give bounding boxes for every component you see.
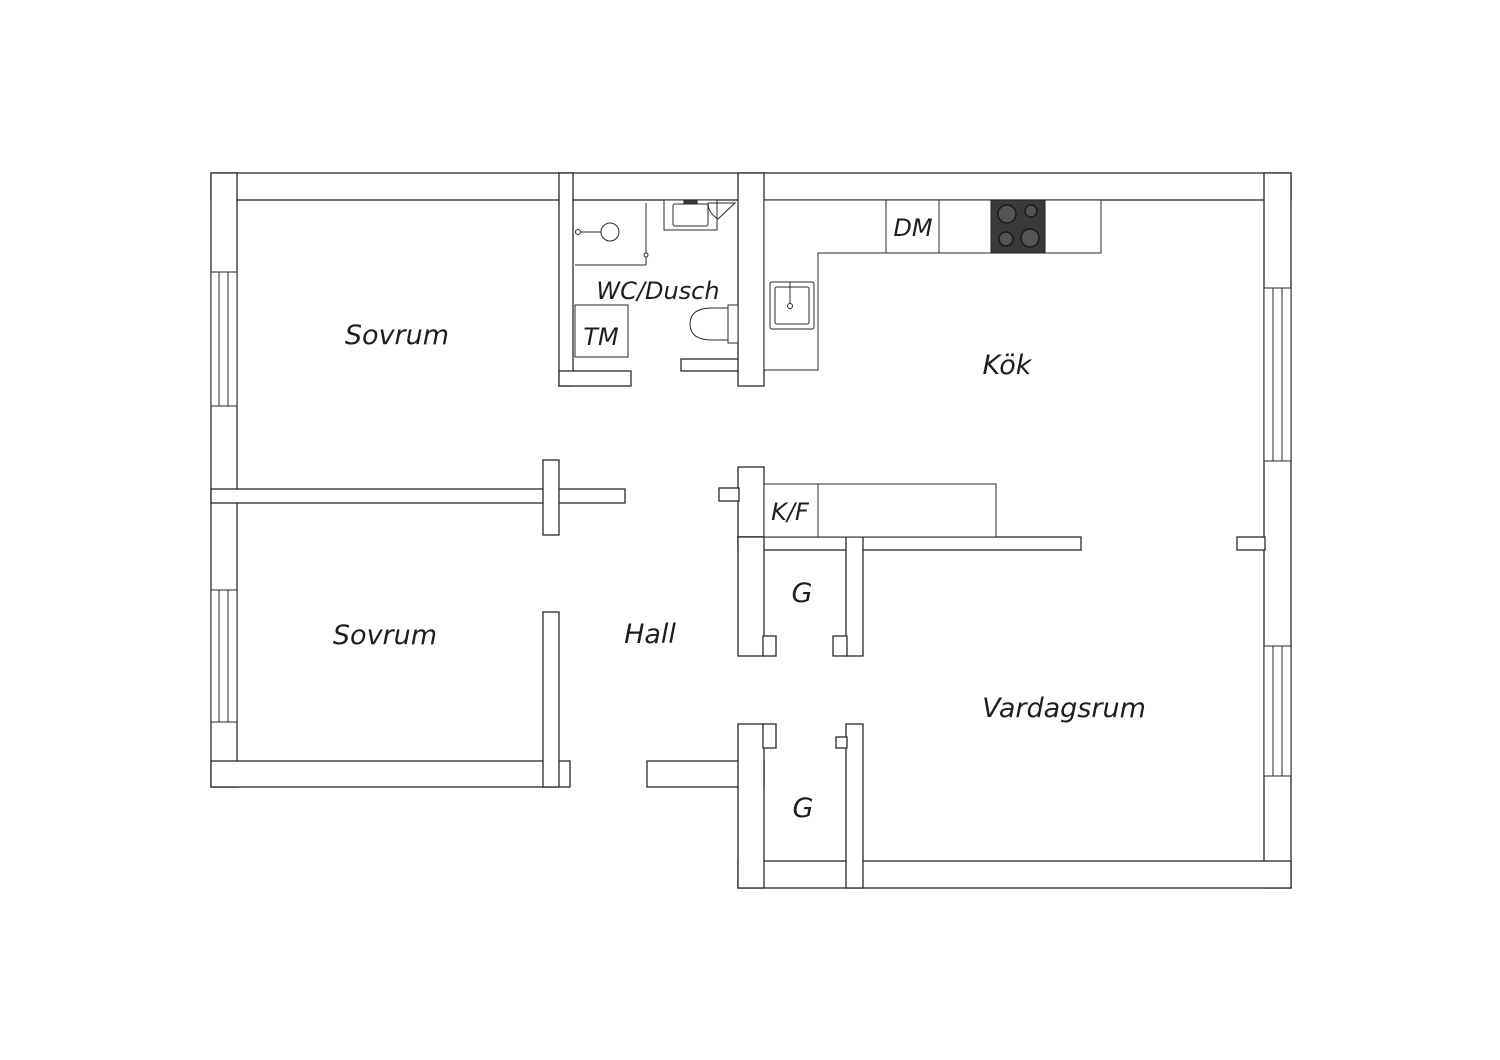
room-label-kitchen: Kök [983, 350, 1033, 381]
wall-bedroom2-right [542, 611, 560, 788]
room-label-living-room: Vardagsrum [982, 693, 1146, 724]
kitchen-fixtures: DM K/F [763, 199, 1102, 538]
wall-bedrooms-divider [210, 488, 626, 504]
fridge-freezer-label: K/F [771, 498, 810, 526]
shower-icon [575, 203, 649, 266]
wall-kitchen-living-divider [737, 536, 1082, 551]
stove-icon [990, 199, 1046, 254]
wall-kitchen-stub [737, 466, 765, 538]
bathroom-fixtures: TM [574, 199, 739, 358]
wall-kitchen-stub-knob [718, 487, 740, 502]
window-bedroom2 [210, 589, 238, 723]
washing-machine-label: TM [583, 323, 619, 351]
wall-closet1-jamb-right [832, 635, 848, 657]
toilet-icon [689, 304, 739, 344]
room-label-closet-2: G [793, 793, 814, 824]
window-living [1263, 645, 1292, 777]
wall-cross-stub [542, 459, 560, 536]
wall-closet2-jamb-left [762, 723, 777, 749]
wall-bottom-right [737, 860, 1292, 889]
washing-machine-box: TM [574, 304, 629, 358]
dishwasher-label: DM [893, 214, 932, 242]
wall-closet1-right [845, 536, 864, 657]
room-label-bedroom-1: Sovrum [345, 320, 449, 351]
wall-right [1263, 172, 1292, 889]
wall-bottom-left [210, 760, 571, 788]
windows [210, 271, 1292, 777]
dishwasher-box [885, 199, 940, 254]
fridge-freezer-box: K/F [763, 483, 997, 538]
kitchen-sink-icon [769, 281, 815, 330]
window-bedroom1 [210, 271, 238, 407]
wall-bath-right [737, 172, 765, 387]
room-label-bedroom-2: Sovrum [333, 620, 437, 651]
room-labels: Sovrum Sovrum WC/Dusch Kök Hall Vardagsr… [333, 277, 1146, 824]
wall-right-knob [1236, 536, 1266, 551]
washbasin-icon [663, 199, 718, 231]
wall-closet1-jamb-left [762, 635, 777, 657]
room-label-bathroom: WC/Dusch [596, 277, 719, 305]
wall-closet2-outer [737, 723, 765, 889]
wall-mounted-basin-icon [707, 202, 737, 220]
wall-closet2-jamb-right [835, 736, 848, 749]
room-label-hall: Hall [624, 619, 676, 650]
room-label-closet-1: G [792, 578, 813, 609]
window-kitchen [1263, 287, 1292, 462]
wall-bedroom1-right [558, 172, 574, 387]
walls [210, 172, 1292, 889]
wall-bath-bottom-left [558, 370, 632, 387]
wall-closet2-right [845, 723, 864, 889]
wall-closet1-left [737, 536, 765, 657]
